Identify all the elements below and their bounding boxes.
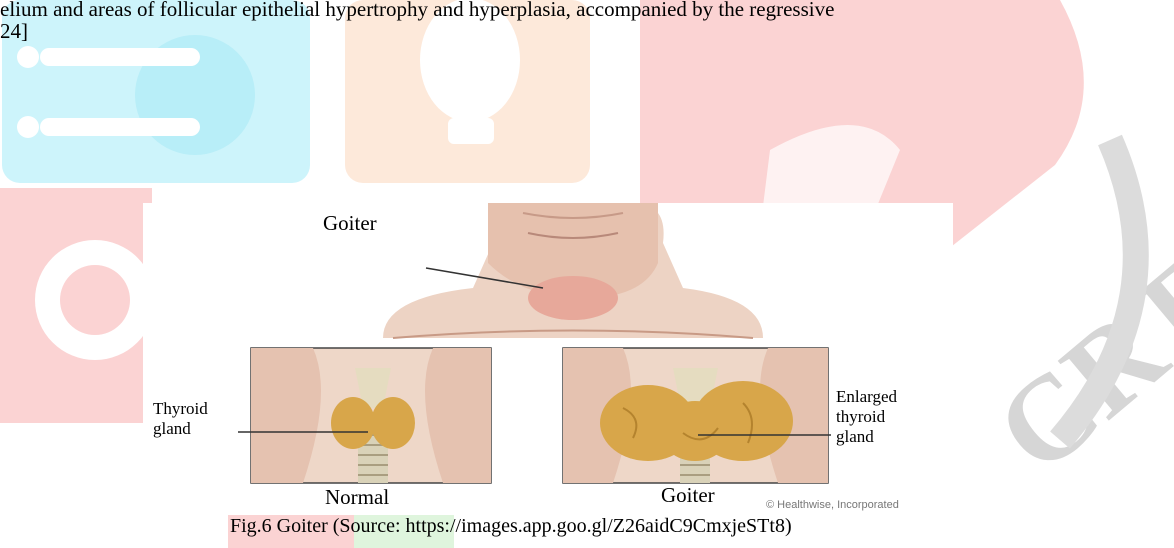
label-enlarged-line-2: thyroid [836, 407, 897, 427]
figure-caption: Fig.6 Goiter (Source: https://images.app… [230, 514, 930, 538]
label-goiter-top: Goiter [323, 211, 377, 236]
label-enlarged-line-3: gland [836, 427, 897, 447]
label-goiter-bottom: Goiter [661, 483, 715, 508]
label-thyroid-line-2: gland [153, 419, 208, 439]
normal-thyroid-panel [251, 348, 491, 483]
label-enlarged-line-1: Enlarged [836, 387, 897, 407]
label-thyroid-line-1: Thyroid [153, 399, 208, 419]
watermark-bulb-tile [345, 0, 590, 183]
goiter-figure: Goiter Thyroid gland Enlarged thyroid gl… [143, 203, 953, 515]
body-text-line-2: 24] [0, 19, 28, 43]
goiter-illustration [143, 203, 953, 515]
goiter-thyroid-panel [563, 348, 828, 483]
credit-text: © Healthwise, Incorporated [766, 499, 899, 511]
label-normal: Normal [325, 485, 389, 510]
label-thyroid: Thyroid gland [153, 399, 208, 439]
label-enlarged: Enlarged thyroid gland [836, 387, 897, 447]
body-text-line-1: elium and areas of follicular epithelial… [0, 0, 834, 21]
watermark-circuit-tile [2, 0, 310, 183]
watermark-gear-tile [0, 188, 155, 423]
